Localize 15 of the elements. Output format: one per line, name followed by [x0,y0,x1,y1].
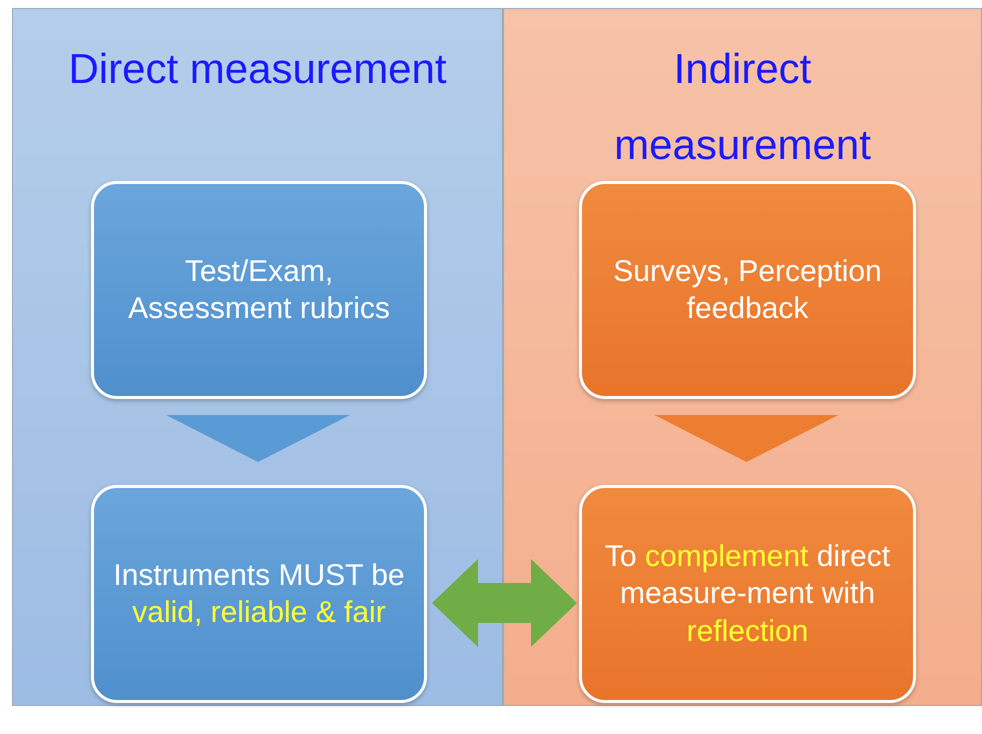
rounded-box [579,485,916,703]
chevron-arrow [166,415,350,462]
rounded-box [91,181,427,399]
panel-heading: Direct measurement [67,44,448,94]
panel-background [12,8,503,706]
panel-background [503,8,982,706]
panel-heading: Indirect measurement [613,44,872,170]
box-text: Surveys, Perception feedback [612,254,883,327]
rounded-box [91,485,427,703]
box-text: Test/Exam, Assessment rubrics [127,254,391,327]
double-arrow [432,559,577,647]
chevron-arrow [654,415,838,462]
box-text: To complement direct measure-ment with reflection [604,538,892,650]
rounded-box [579,181,916,399]
box-text: Instruments MUST be valid, reliable & fair [112,558,406,631]
